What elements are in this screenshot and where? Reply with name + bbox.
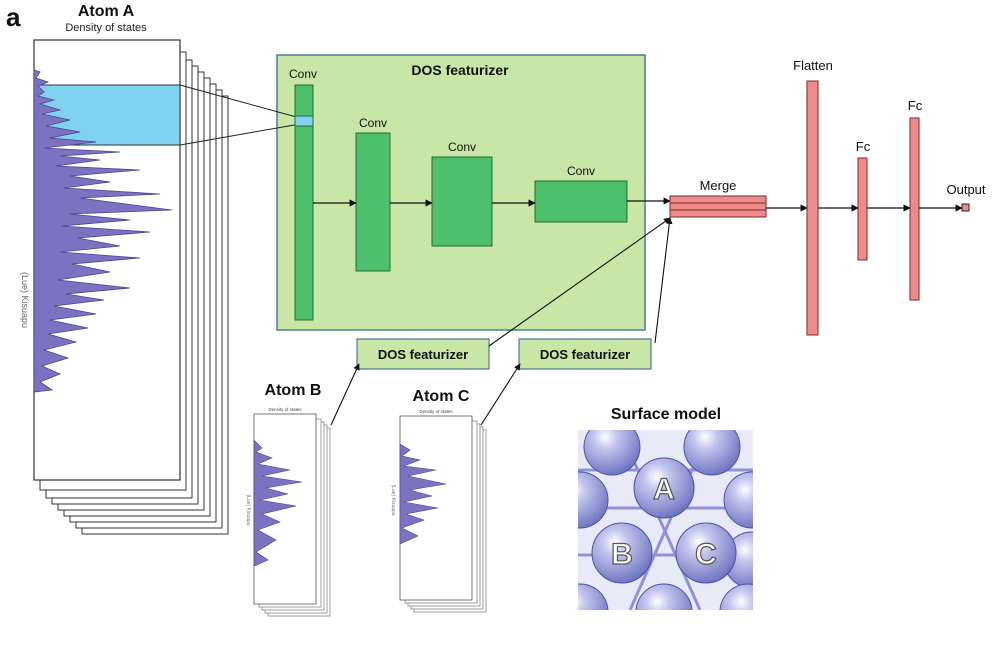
dos-featurizer-title: DOS featurizer [411, 62, 509, 78]
surface-atom-c-label: C [695, 538, 717, 571]
arrow-featurizer-b-merge [488, 217, 671, 347]
arrow-atom-b-featurizer [330, 363, 360, 426]
fc-label-1: Fc [856, 139, 871, 154]
surface-model-title: Surface model [611, 406, 721, 423]
conv-layer-1-window [294, 115, 314, 127]
arrow-featurizer-c-merge [654, 217, 673, 344]
surface-atom-a [633, 457, 695, 519]
atom-a-title: Atom A [78, 3, 135, 20]
merge-layer [669, 195, 767, 218]
atom-c-title: Atom C [413, 388, 470, 405]
svg-text:(Lue) Kisuapu: (Lue) Kisuapu [20, 272, 30, 328]
atom-b-stack: Density of states (Lue) Kisuapu Atom B [245, 382, 331, 617]
atom-a-dos-curve [33, 69, 173, 393]
atom-c-stack: Density of states (Lue) Kisuapu Atom C [390, 388, 487, 613]
conv-layer-2 [355, 132, 391, 272]
dos-featurizer-c-label: DOS featurizer [540, 347, 630, 362]
conv-layer-3 [431, 156, 493, 247]
surface-model-image: A B C [578, 430, 753, 610]
conv-label-1: Conv [289, 67, 317, 81]
dos-featurizer-c-box [518, 338, 652, 370]
flatten-layer [806, 80, 819, 336]
fc-layer-1 [857, 157, 868, 261]
atom-b-title: Atom B [265, 382, 322, 399]
projection-line-top [179, 84, 301, 119]
dos-featurizer-b-box [356, 338, 490, 370]
merge-label: Merge [700, 178, 737, 193]
atom-a-subtitle: Density of states [65, 22, 147, 34]
surface-atom-a-label: A [653, 473, 675, 506]
dos-featurizer-b-label: DOS featurizer [378, 347, 468, 362]
projection-line-bottom [179, 123, 301, 146]
output-label: Output [946, 182, 985, 197]
fc-layer-2 [909, 117, 920, 301]
atom-b-dos-curve [253, 439, 303, 567]
flatten-label: Flatten [793, 58, 833, 73]
surface-atom-b-label: B [611, 538, 633, 571]
atom-c-subtitle: Density of states [419, 409, 453, 414]
atom-a-stack: (Lue) Kisuapu Atom A Density of states [20, 3, 229, 535]
surface-atom-b [591, 522, 653, 584]
conv-label-3: Conv [448, 140, 476, 154]
atom-c-ylabel: (Lue) Kisuapu [390, 484, 396, 515]
fc-label-2: Fc [908, 98, 923, 113]
conv-label-4: Conv [567, 164, 595, 178]
arrow-atom-c-featurizer [480, 363, 521, 426]
output-node [961, 203, 970, 212]
atom-c-dos-curve [399, 443, 447, 545]
atom-a-ylabel: (Lue) Kisuapu [20, 272, 30, 328]
panel-label: a [6, 2, 21, 32]
atom-b-subtitle: Density of states [268, 407, 302, 412]
atom-b-ylabel: (Lue) Kisuapu [245, 494, 251, 525]
surface-atom-c [675, 522, 737, 584]
conv-layer-4 [534, 180, 628, 223]
conv-label-2: Conv [359, 116, 387, 130]
